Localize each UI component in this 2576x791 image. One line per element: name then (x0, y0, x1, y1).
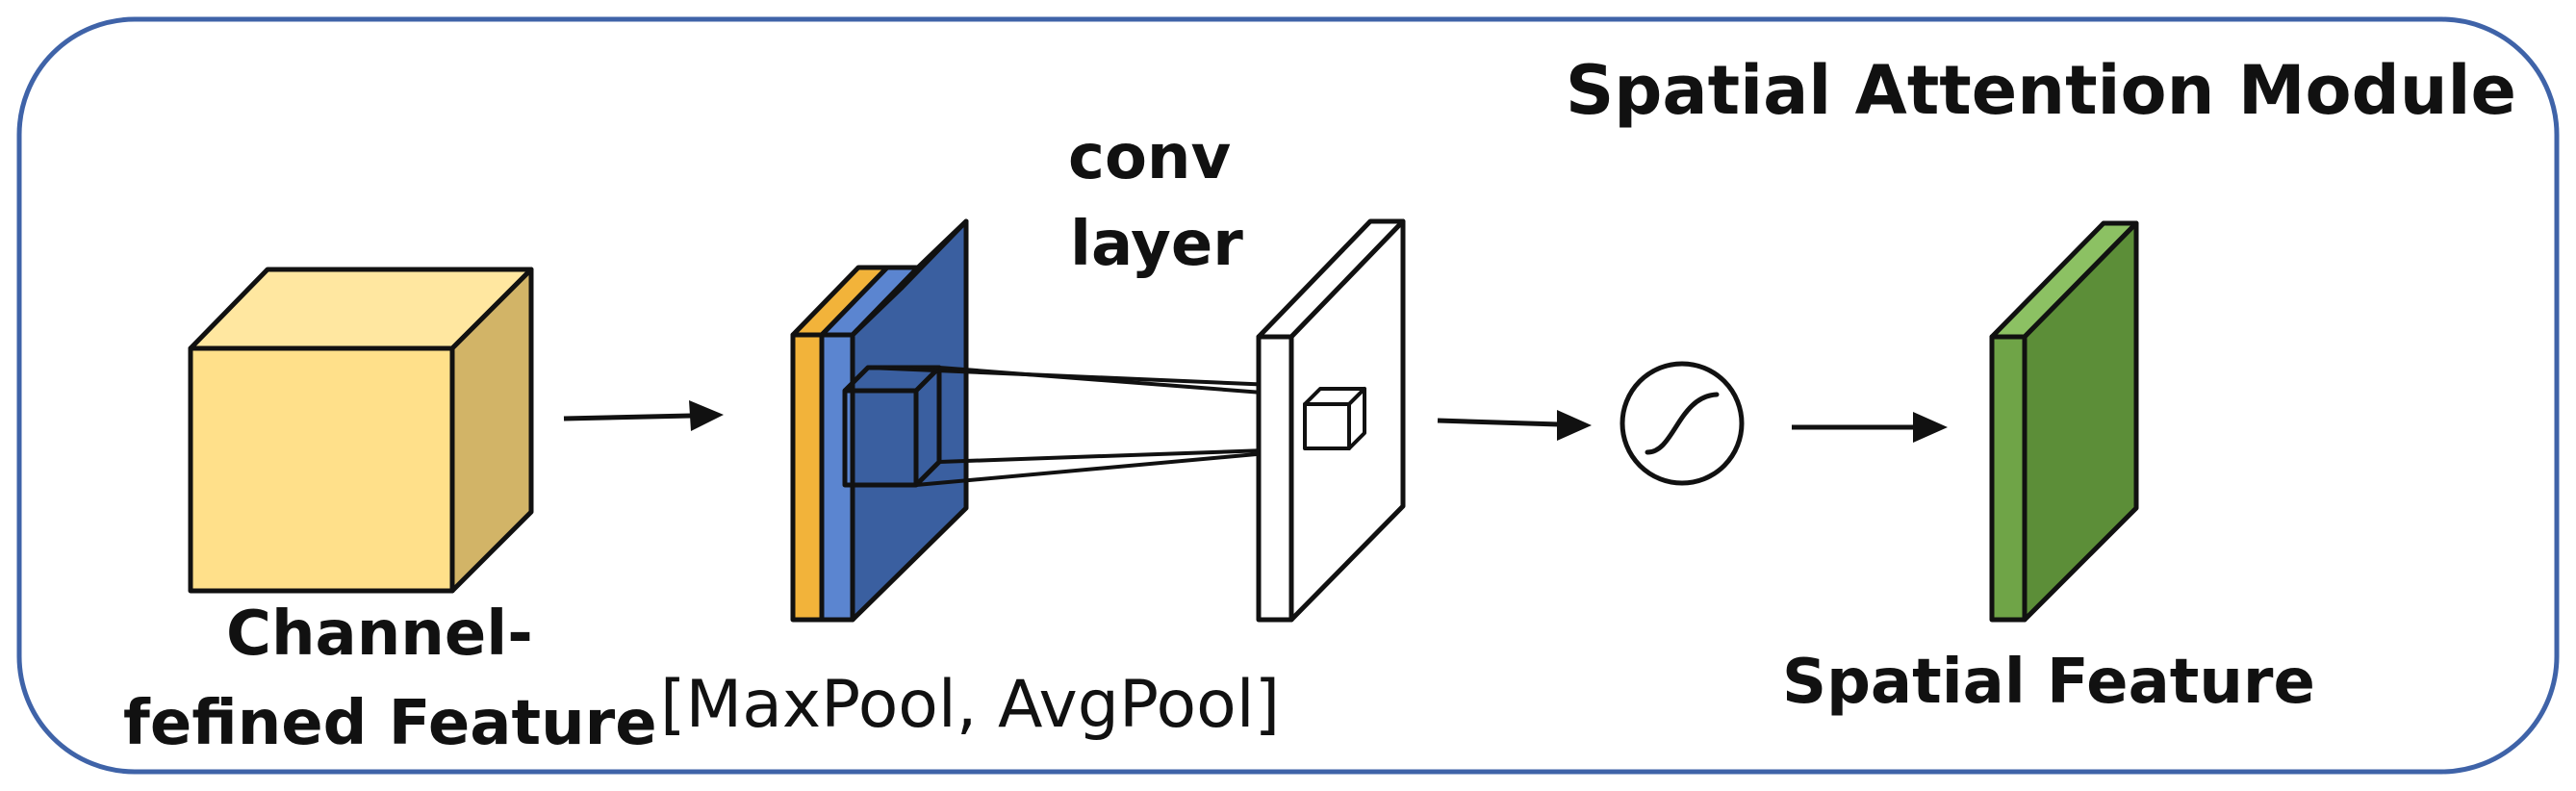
arrow-to-activation (1437, 410, 1592, 441)
output-label: Spatial Feature (1782, 647, 2315, 718)
conv-label-line2: layer (1070, 209, 1243, 280)
avgpool-slab-front (819, 332, 855, 623)
sigmoid-icon (1620, 361, 1745, 486)
cube-front-face (188, 345, 455, 594)
conv-output-cell (1303, 387, 1366, 450)
pool-stack-top-edge (850, 218, 969, 338)
module-title: Spatial Attention Module (1566, 51, 2516, 130)
spatial-feature-map (1989, 220, 2139, 623)
arrow-to-output (1792, 412, 1948, 443)
conv-label-line1: conv (1068, 122, 1231, 193)
input-feature-cube (188, 267, 534, 594)
input-label-line1: Channel- (226, 599, 533, 670)
conv-slab-front (1256, 334, 1294, 623)
maxpool-slab-front (790, 332, 825, 623)
output-slab-front (1989, 334, 2028, 623)
pooled-feature-maps (790, 218, 969, 623)
pool-label: [MaxPool, AvgPool] (660, 667, 1280, 743)
arrow-to-pool (563, 400, 724, 431)
input-label-line2: fefined Feature (123, 688, 657, 759)
